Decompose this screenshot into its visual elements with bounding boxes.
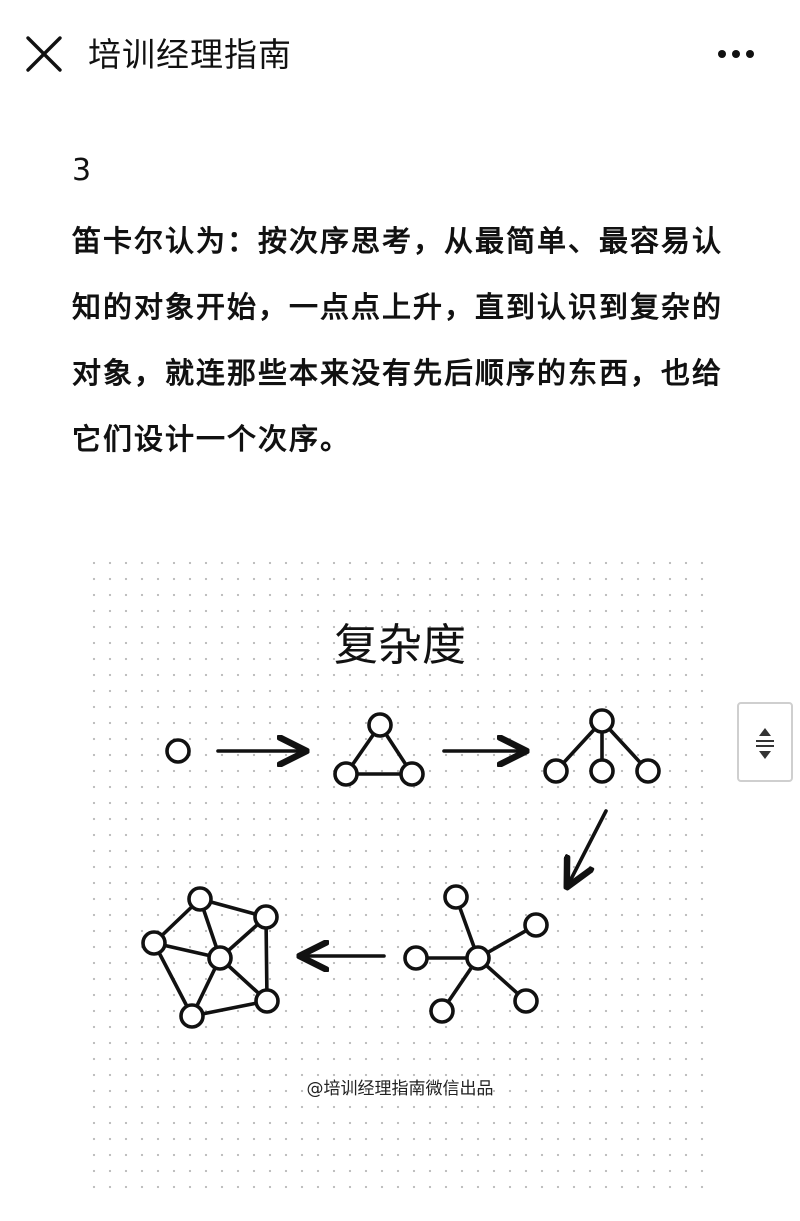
scroll-handle[interactable] (737, 702, 793, 782)
diagram-title: 复杂度 (334, 620, 466, 671)
node-triangle (333, 712, 425, 787)
close-button[interactable] (22, 34, 66, 74)
figure-credit: @培训经理指南微信出品 (307, 1079, 494, 1099)
more-horizontal-icon (718, 50, 754, 58)
article-paragraph: 笛卡尔认为：按次序思考，从最简单、最容易认知的对象开始，一点点上升，直到认识到复… (72, 224, 724, 456)
article-body: 3 笛卡尔认为：按次序思考，从最简单、最容易认知的对象开始，一点点上升，直到认识… (72, 148, 736, 472)
node-tree (543, 708, 661, 784)
page-title: 培训经理指南 (88, 35, 292, 74)
node-mesh (141, 886, 280, 1029)
close-icon (26, 36, 62, 72)
arrow-down-left (568, 809, 608, 885)
scroll-handle-icon (756, 728, 774, 759)
complexity-illustration: 复杂度 (86, 555, 714, 1195)
more-options-button[interactable] (708, 36, 764, 72)
node-single (165, 738, 191, 764)
complexity-diagram: 复杂度 (141, 620, 661, 1099)
node-star (403, 884, 549, 1024)
section-number: 3 (72, 153, 92, 188)
top-navigation-bar: 培训经理指南 (0, 0, 800, 110)
